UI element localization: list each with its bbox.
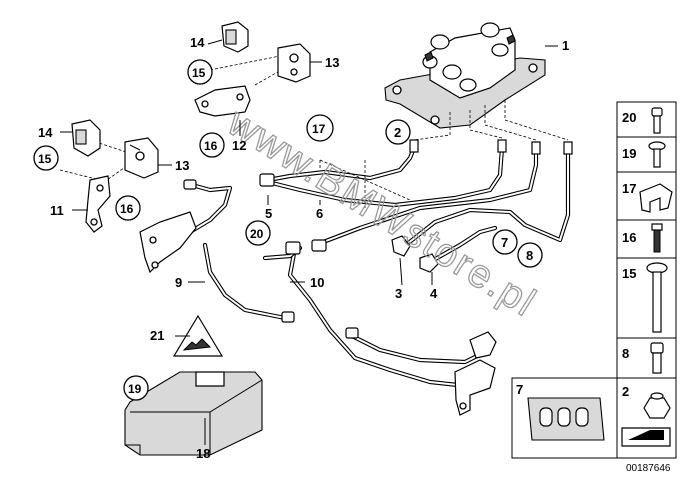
svg-text:11: 11 xyxy=(50,203,64,218)
legend-item-15: 15 xyxy=(622,262,668,333)
svg-text:2: 2 xyxy=(622,384,629,399)
svg-text:13: 13 xyxy=(175,158,189,173)
control-unit xyxy=(124,371,263,456)
svg-text:15: 15 xyxy=(622,266,636,281)
pipe-fittings xyxy=(183,139,573,339)
svg-text:16: 16 xyxy=(120,202,134,216)
svg-text:3: 3 xyxy=(395,286,402,301)
leader-lines xyxy=(60,39,558,445)
callout-19: 19 xyxy=(123,375,149,401)
callout-18: 18 xyxy=(196,446,210,461)
svg-text:17: 17 xyxy=(312,122,326,136)
legend-item-16: 16 xyxy=(622,223,663,253)
svg-text:20: 20 xyxy=(250,227,264,241)
svg-text:17: 17 xyxy=(622,181,636,196)
callout-6: 6 xyxy=(316,206,323,221)
legend-arrow-icon xyxy=(621,427,671,447)
svg-text:2: 2 xyxy=(394,125,401,140)
svg-text:15: 15 xyxy=(192,66,206,80)
line-bracket xyxy=(139,211,197,274)
screw-icon xyxy=(651,107,663,134)
svg-text:10: 10 xyxy=(310,275,324,290)
callout-15-left: 15 xyxy=(33,145,59,171)
callout-13-upper: 13 xyxy=(325,55,339,70)
legend-item-17: 17 xyxy=(622,181,673,213)
legend-item-19: 19 xyxy=(622,141,666,168)
svg-text:16: 16 xyxy=(204,139,218,153)
callout-5: 5 xyxy=(265,206,272,221)
callout-1: 1 xyxy=(562,38,569,53)
svg-text:16: 16 xyxy=(622,230,636,245)
svg-text:1: 1 xyxy=(562,38,569,53)
callout-3: 3 xyxy=(395,286,402,301)
svg-text:13: 13 xyxy=(325,55,339,70)
callout-7: 7 xyxy=(492,229,518,255)
legend-item-8: 8 xyxy=(622,342,664,374)
diagram-reference-number: 00187646 xyxy=(626,463,671,474)
svg-text:18: 18 xyxy=(196,446,210,461)
grommet-screw-icon xyxy=(648,141,666,168)
parts-legend: 20 19 17 16 15 xyxy=(511,101,677,459)
svg-text:12: 12 xyxy=(232,138,246,153)
callout-21: 21 xyxy=(150,328,164,343)
rivet-icon xyxy=(651,223,663,253)
nut-icon xyxy=(643,392,671,419)
svg-text:19: 19 xyxy=(622,146,636,161)
legend-item-2: 2 xyxy=(622,384,671,419)
callout-10: 10 xyxy=(310,275,324,290)
upper-bracket-group xyxy=(194,21,311,117)
svg-text:4: 4 xyxy=(430,286,438,301)
callout-14-upper: 14 xyxy=(190,35,205,50)
svg-text:9: 9 xyxy=(175,275,182,290)
clip-icon xyxy=(639,183,673,213)
svg-text:8: 8 xyxy=(526,248,533,263)
svg-text:8: 8 xyxy=(622,346,629,361)
legend-item-20: 20 xyxy=(622,107,663,134)
connector-block-icon xyxy=(527,397,605,441)
callout-8: 8 xyxy=(517,242,543,268)
callout-9: 9 xyxy=(175,275,182,290)
lower-bracket xyxy=(454,331,497,416)
long-bolt-icon xyxy=(646,262,668,333)
bolt-icon xyxy=(650,342,664,374)
callout-16-upper: 16 xyxy=(199,132,225,158)
hydraulic-unit xyxy=(384,22,546,129)
svg-text:19: 19 xyxy=(128,382,142,396)
legend-item-7: 7 xyxy=(516,382,605,441)
callout-15-upper: 15 xyxy=(187,59,213,85)
callout-17: 17 xyxy=(306,114,334,142)
svg-text:7: 7 xyxy=(501,235,508,250)
callout-12: 12 xyxy=(232,138,246,153)
svg-text:15: 15 xyxy=(38,152,52,166)
callout-13-left: 13 xyxy=(175,158,189,173)
svg-text:20: 20 xyxy=(622,110,636,125)
callout-20: 20 xyxy=(245,220,271,246)
left-bracket-group xyxy=(71,119,159,233)
svg-text:14: 14 xyxy=(190,35,205,50)
svg-text:7: 7 xyxy=(516,382,523,397)
callout-11: 11 xyxy=(50,203,64,218)
callout-4: 4 xyxy=(430,286,438,301)
callout-16-left: 16 xyxy=(115,195,141,221)
callout-2: 2 xyxy=(385,119,411,145)
svg-text:14: 14 xyxy=(38,125,53,140)
svg-text:6: 6 xyxy=(316,206,323,221)
svg-text:21: 21 xyxy=(150,328,164,343)
callout-14-left: 14 xyxy=(38,125,53,140)
svg-text:5: 5 xyxy=(265,206,272,221)
